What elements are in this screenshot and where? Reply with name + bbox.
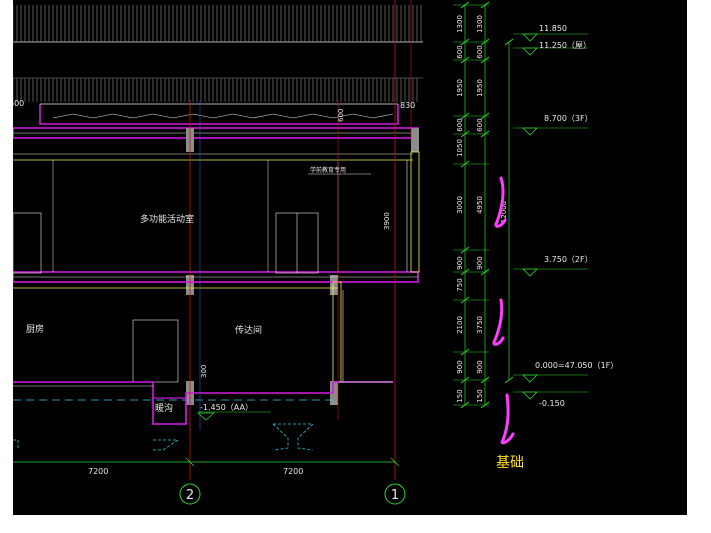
dim-roof-600: 600	[337, 109, 345, 122]
dim-tick	[480, 56, 490, 64]
chain-inner-0: 1300	[476, 15, 484, 33]
section-drawing: 7200 7200 2 1 多功能活动室 学前教育专用 厨房 传达间 暖沟 60…	[13, 0, 618, 505]
elevation-1: 11.850	[539, 24, 567, 33]
dim-300: 300	[200, 365, 208, 378]
roof-parapet-hatch	[13, 5, 422, 42]
chain-outer-9: 900	[456, 360, 464, 373]
door-upper-left	[13, 212, 42, 274]
dim-3900: 3900	[383, 212, 391, 230]
column-axis1-bot	[330, 381, 338, 405]
footing-right	[272, 423, 315, 451]
door-kitchen	[132, 319, 179, 383]
elev-triangle	[522, 268, 538, 277]
chain-outer-10: 150	[456, 389, 464, 402]
chain-inner-1: 600	[476, 45, 484, 58]
elevation-2: 11.250（屋）	[539, 41, 591, 50]
elev-triangle	[522, 33, 538, 42]
elevation-4: 3.750（2F）	[544, 255, 593, 264]
room-upper: 多功能活动室	[140, 213, 194, 225]
chain-inner-2: 1950	[476, 79, 484, 97]
span-tick-1	[390, 457, 400, 467]
roof-zigzag	[52, 113, 394, 119]
dim-tick	[504, 38, 514, 46]
chain-outer-8: 2100	[456, 316, 464, 334]
elevation-3: 8.700（3F）	[544, 114, 593, 123]
level-minus-1450: -1.450（AA）	[200, 403, 253, 412]
axis-bubble-2	[179, 483, 201, 505]
span-left-label: 7200	[88, 467, 108, 476]
dim-tick	[480, 130, 490, 138]
elevation-6: -0.150	[539, 399, 565, 408]
chain-outer-2: 1950	[456, 79, 464, 97]
roof-slab-magenta	[39, 104, 399, 125]
chain-outer-7: 750	[456, 278, 464, 291]
column-axis1-mid	[330, 275, 338, 295]
chain-outer-5: 3000	[456, 196, 464, 214]
chain-total: 12000	[500, 201, 508, 223]
room-kitchen: 厨房	[26, 323, 44, 335]
elev-triangle	[522, 127, 538, 136]
elev-triangle	[522, 391, 538, 400]
roof-truss-hatch	[13, 78, 418, 102]
dim-830: 830	[400, 101, 415, 110]
chain-inner-5: 900	[476, 256, 484, 269]
chain-inner-3: 600	[476, 118, 484, 131]
dim-tick	[504, 376, 514, 384]
axis-bubble-2-label: 2	[186, 488, 194, 503]
span-right-label: 7200	[283, 467, 303, 476]
chain-outer-6: 900	[456, 256, 464, 269]
hand-mark-lower	[492, 298, 505, 346]
exterior-wall-upper	[410, 151, 420, 273]
dim-tick	[480, 401, 490, 409]
elevation-markers	[513, 33, 588, 400]
dim-tick	[480, 268, 490, 276]
elevation-5: 0.000=47.050（1F）	[535, 361, 618, 370]
room-upper-label: 学前教育专用	[310, 166, 346, 174]
chain-inner-4: 4950	[476, 196, 484, 214]
axis-bubble-1	[384, 483, 406, 505]
footing-left	[13, 439, 180, 451]
elev-triangle	[522, 47, 538, 56]
column-axis1-top	[411, 128, 419, 152]
chain-outer-1: 600	[456, 45, 464, 58]
span-tick-2	[185, 457, 195, 467]
elev-triangle	[522, 374, 538, 383]
chain-outer-3: 600	[456, 118, 464, 131]
dim-chain-ticks	[453, 1, 514, 409]
level-1450-mark	[197, 412, 215, 421]
dim-tick	[480, 112, 490, 120]
trench-box	[152, 397, 187, 425]
foundation-annotation: 基础	[496, 454, 524, 471]
exterior-wall-lower	[332, 281, 342, 383]
room-lower: 传达间	[235, 324, 262, 336]
hand-mark-foundation-arrow	[500, 393, 515, 445]
cad-drawing-canvas: 7200 7200 2 1 多功能活动室 学前教育专用 厨房 传达间 暖沟 60…	[13, 0, 687, 515]
chain-outer-0: 1300	[456, 15, 464, 33]
hand-mark-upper	[494, 176, 507, 228]
chain-inner-6: 3750	[476, 316, 484, 334]
dim-left-600: 600	[13, 99, 24, 108]
axis-bubble-1-label: 1	[391, 488, 399, 503]
chain-outer-4: 1050	[456, 139, 464, 157]
chain-inner-8: 150	[476, 389, 484, 402]
dim-tick	[480, 38, 490, 46]
room-trench: 暖沟	[155, 402, 173, 414]
chain-inner-7: 900	[476, 360, 484, 373]
dim-tick	[480, 376, 490, 384]
dim-tick	[480, 1, 490, 9]
